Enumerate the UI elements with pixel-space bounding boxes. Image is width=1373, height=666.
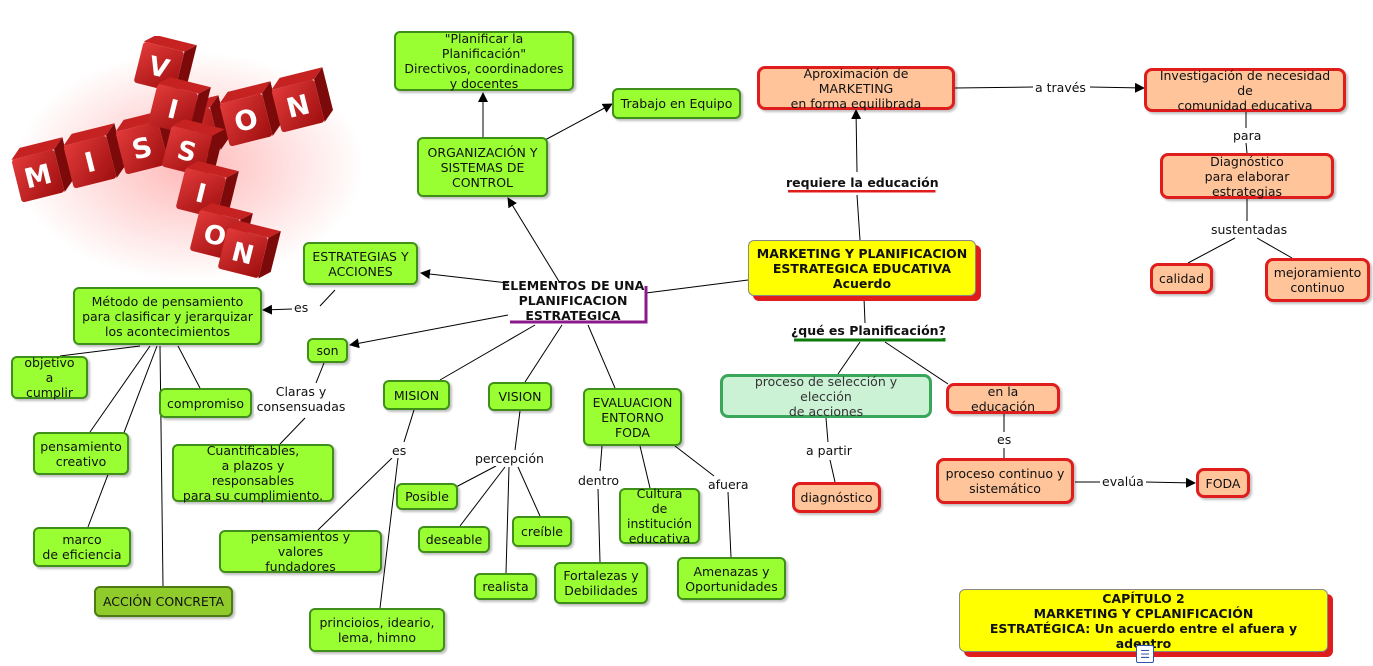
creible-node[interactable]: creíble: [512, 516, 572, 547]
purple-underline: [510, 286, 648, 324]
link-claras: Claras y consensuadas: [254, 384, 348, 414]
objetivo-node[interactable]: objetivo a cumplir: [11, 355, 88, 400]
calidad-node[interactable]: calidad: [1150, 263, 1213, 294]
link-percepcion: percepción: [473, 451, 546, 466]
mision-vision-cubes-image: MISION VISION: [11, 36, 360, 281]
cube-letter-n: N: [218, 221, 281, 279]
mejoramiento-node[interactable]: mejoramiento continuo: [1265, 258, 1370, 302]
amenazas-node[interactable]: Amenazas y Oportunidades: [677, 557, 786, 600]
fortalezas-node[interactable]: Fortalezas y Debilidades: [554, 562, 648, 604]
investigacion-node[interactable]: Investigación de necesidad de comunidad …: [1144, 68, 1346, 113]
deseable-node[interactable]: deseable: [418, 526, 490, 553]
principios-node[interactable]: princioios, ideario, lema, himno: [309, 608, 445, 652]
estrategias-node[interactable]: ESTRATEGIAS Y ACCIONES: [303, 242, 418, 285]
vision-cube-row: VISION: [134, 36, 281, 279]
link-a-partir: a partir: [804, 443, 854, 458]
cube-letter-i: I: [63, 123, 126, 189]
capitulo-title-node[interactable]: CAPÍTULO 2 MARKETING Y CPLANIFICACIÓN ES…: [959, 589, 1328, 652]
vision-node[interactable]: VISION: [488, 382, 552, 411]
link-para: para: [1231, 128, 1264, 143]
posible-node[interactable]: Posible: [396, 483, 458, 510]
compromiso-node[interactable]: compromiso: [159, 388, 252, 418]
aproximacion-node[interactable]: Aproximación de MARKETING en forma equil…: [757, 66, 955, 111]
en-educacion-node[interactable]: en la educación: [946, 383, 1060, 414]
son-node[interactable]: son: [307, 338, 348, 363]
link-requiere: requiere la educación: [784, 175, 941, 190]
trabajo-equipo-node[interactable]: Trabajo en Equipo: [612, 88, 741, 119]
cultura-node[interactable]: Cultura de institución educativa: [619, 486, 700, 546]
diagnostico-node[interactable]: diagnóstico: [792, 482, 881, 513]
proceso-continuo-node[interactable]: proceso continuo y sistemático: [936, 458, 1074, 504]
marketing-planificacion-node[interactable]: MARKETING Y PLANIFICACION ESTRATEGICA ED…: [748, 240, 976, 296]
realista-node[interactable]: realista: [474, 573, 537, 600]
evaluacion-node[interactable]: EVALUACION ENTORNO FODA: [583, 388, 682, 446]
link-es-2: es: [390, 443, 409, 458]
planificar-node[interactable]: "Planificar la Planificación" Directivos…: [394, 31, 574, 91]
diagnostico-estrategias-node[interactable]: Diagnóstico para elaborar estrategias: [1160, 153, 1334, 199]
link-sustentadas: sustentadas: [1209, 222, 1290, 237]
mision-node[interactable]: MISION: [383, 380, 450, 410]
cuantificables-node[interactable]: Cuantificables, a plazos y responsables …: [172, 443, 334, 503]
metodo-node[interactable]: Método de pensamiento para clasificar y …: [73, 287, 262, 345]
link-afuera: afuera: [706, 477, 751, 492]
cube-letter-o: O: [219, 81, 282, 147]
foda-node[interactable]: FODA: [1196, 468, 1250, 498]
link-que-es: ¿qué es Planificación?: [789, 323, 948, 338]
marco-node[interactable]: marco de eficiencia: [33, 527, 131, 567]
central-title[interactable]: ELEMENTOS DE UNA PLANIFICACION ESTRATEGI…: [501, 278, 645, 323]
sitemap-icon[interactable]: ☰: [1136, 645, 1154, 663]
organizacion-node[interactable]: ORGANIZACIÓN Y SISTEMAS DE CONTROL: [417, 137, 548, 197]
pensamientos-valores-node[interactable]: pensamientos y valores fundadores: [219, 529, 382, 574]
link-a-traves: a través: [1033, 80, 1088, 95]
cube-letter-m: M: [11, 137, 74, 203]
link-es-1: es: [292, 300, 311, 315]
cube-letter-n: N: [271, 67, 334, 133]
link-dentro: dentro: [576, 473, 621, 488]
pensamiento-creativo-node[interactable]: pensamiento creativo: [33, 432, 129, 475]
proceso-seleccion-node[interactable]: proceso de selección y elección de accio…: [720, 374, 932, 419]
accion-concreta-node[interactable]: ACCIÓN CONCRETA: [94, 586, 233, 617]
link-evalua: evalúa: [1100, 474, 1146, 489]
link-es-3: es: [995, 432, 1014, 447]
